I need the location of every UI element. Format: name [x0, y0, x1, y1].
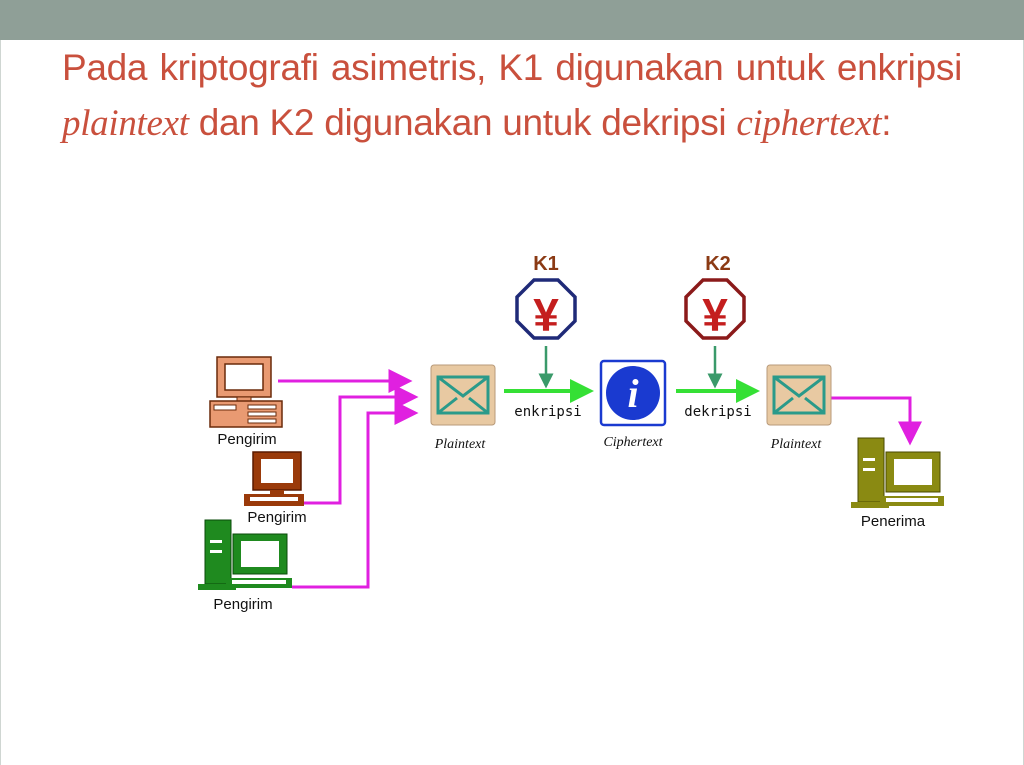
connector-sender-3 [292, 401, 419, 589]
slide-title: Pada kriptografi asimetris, K1 digunakan… [62, 40, 962, 151]
plaintext-envelope-icon [430, 364, 496, 426]
key1-yen-key-icon: ¥ [515, 278, 577, 341]
sender-1-label: Pengirim [217, 431, 276, 448]
plaintext-label-left: Plaintext [434, 437, 487, 452]
sender-2-label: Pengirim [247, 509, 306, 526]
title-text-3: : [881, 102, 892, 143]
title-text-2: dan K2 digunakan untuk dekripsi [188, 102, 737, 143]
title-term-ciphertext: ciphertext [736, 103, 882, 144]
slide-border-left [0, 40, 1, 765]
sender-1-computer-icon [209, 356, 283, 428]
ciphertext-info-icon: i [599, 359, 667, 427]
title-text-1: Pada kriptografi asimetris, K1 digunakan… [62, 47, 962, 88]
receiver-computer-icon [851, 437, 944, 508]
sender-connectors [278, 369, 922, 589]
encrypt-label: enkripsi [514, 404, 581, 420]
decrypt-label: dekripsi [684, 404, 751, 420]
key1-yen-symbol: ¥ [533, 289, 559, 341]
header-bar [0, 0, 1024, 40]
key1-label: K1 [533, 253, 559, 275]
key2-yen-symbol: ¥ [702, 289, 728, 341]
receiver-label: Penerima [861, 513, 926, 530]
sender-2-computer-icon [244, 451, 304, 506]
title-term-plaintext: plaintext [62, 103, 189, 144]
plaintext-envelope-icon-2 [766, 364, 832, 426]
plaintext-label-right: Plaintext [770, 437, 823, 452]
connector-sender-2 [302, 385, 419, 505]
sender-3-label: Pengirim [213, 596, 272, 613]
ciphertext-label: Ciphertext [603, 435, 663, 450]
key2-label: K2 [705, 253, 731, 275]
key2-yen-key-icon: ¥ [684, 278, 746, 341]
sender-3-computer-icon [198, 519, 292, 590]
info-symbol: i [627, 371, 638, 416]
key-arrows [538, 346, 723, 389]
connector-receiver [830, 396, 922, 446]
